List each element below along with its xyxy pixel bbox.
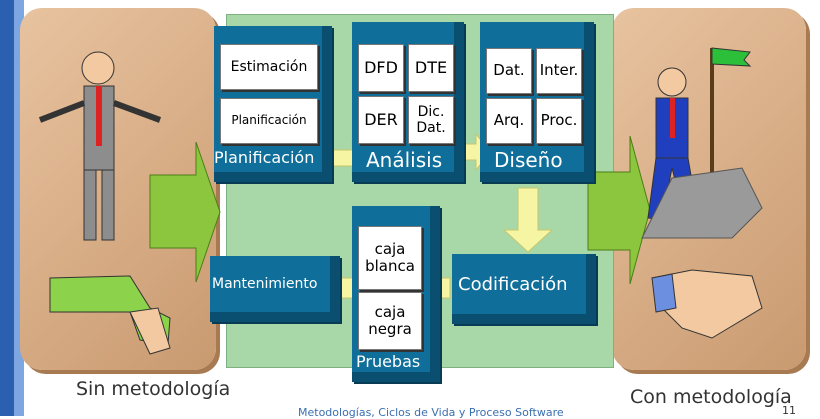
card-proc: Proc. <box>536 98 582 144</box>
card-dic-dat: Dic. Dat. <box>408 96 454 144</box>
footer-title: Metodologías, Ciclos de Vida y Proceso S… <box>298 406 564 419</box>
card-caja-blanca: caja blanca <box>358 226 422 290</box>
title-diseno: Diseño <box>494 148 563 172</box>
green-arrow-right <box>587 135 651 285</box>
caption-con-metodologia: Con metodología <box>630 386 792 408</box>
arrow-diseno-to-codif <box>502 187 554 253</box>
card-dte: DTE <box>408 44 454 92</box>
card-caja-negra: caja negra <box>358 292 422 350</box>
title-planificacion: Planificación <box>214 148 315 167</box>
card-estimacion: Estimación <box>220 44 318 90</box>
card-arq: Arq. <box>486 98 532 144</box>
title-codificacion: Codificación <box>458 274 568 295</box>
phase-codificacion <box>452 254 596 324</box>
card-dat: Dat. <box>486 48 532 94</box>
left-stripe-light <box>14 0 24 416</box>
title-mantenimiento: Mantenimiento <box>212 276 318 292</box>
card-inter: Inter. <box>536 48 582 94</box>
phase-mantenimiento <box>210 256 340 322</box>
card-dfd: DFD <box>358 44 404 92</box>
caption-sin-metodologia: Sin metodología <box>76 378 231 400</box>
left-stripe <box>0 0 14 416</box>
card-der: DER <box>358 96 404 144</box>
confused-man-illustration <box>38 51 171 355</box>
card-planificacion: Planificación <box>220 98 318 144</box>
green-arrow-left <box>149 141 221 283</box>
success-man-illustration <box>641 47 763 339</box>
slide-number: 11 <box>782 404 796 417</box>
title-analisis: Análisis <box>366 148 443 172</box>
title-pruebas: Pruebas <box>356 352 421 371</box>
